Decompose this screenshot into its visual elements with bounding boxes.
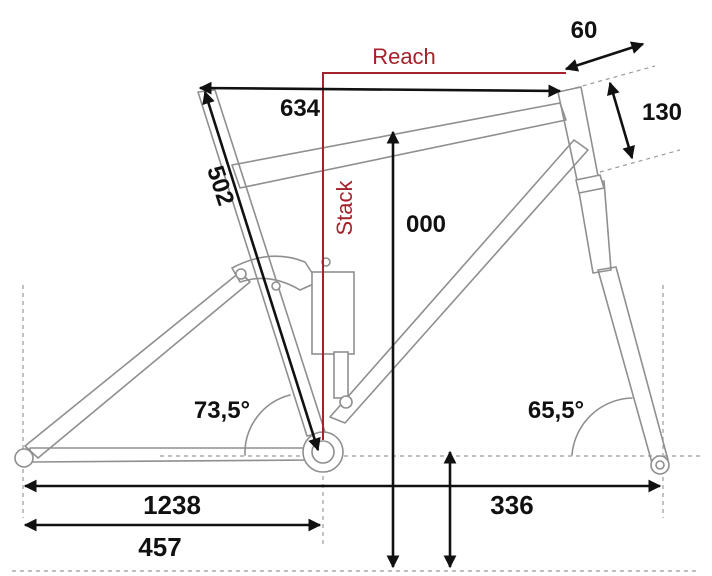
shock-body bbox=[311, 271, 355, 355]
reach-line bbox=[322, 72, 566, 440]
shock-shaft bbox=[333, 351, 349, 399]
top-tube-value: 634 bbox=[280, 95, 321, 122]
stem-value: 60 bbox=[571, 17, 598, 44]
head-tube-arrow bbox=[607, 81, 635, 160]
reach-label: Reach bbox=[372, 44, 436, 69]
guide-lines bbox=[12, 65, 700, 572]
fork-lower bbox=[597, 266, 669, 464]
seat-angle-arc bbox=[244, 394, 291, 456]
stack-value: 000 bbox=[406, 211, 446, 238]
reach-stack-lines bbox=[322, 72, 566, 440]
seatstay bbox=[24, 271, 251, 459]
seat-angle-value: 73,5° bbox=[194, 397, 250, 424]
shock-lower-mount bbox=[339, 395, 353, 409]
head-angle-arc bbox=[571, 397, 633, 456]
down-tube bbox=[329, 139, 589, 424]
chainstay bbox=[29, 447, 316, 463]
rocker-pivot-front bbox=[235, 268, 247, 280]
stack-label: Stack bbox=[332, 179, 357, 235]
rear-axle bbox=[14, 448, 34, 468]
headset bbox=[575, 174, 606, 194]
front-center-value: 336 bbox=[490, 490, 533, 520]
top-tube-arrow bbox=[198, 81, 562, 98]
head-angle-value: 65,5° bbox=[528, 397, 584, 424]
dimension-labels: Reach Stack 634 502 60 130 000 73,5° 65,… bbox=[138, 17, 682, 562]
stem-arrow bbox=[564, 41, 645, 72]
seat-tube-arrow bbox=[202, 90, 321, 452]
guide-head-tube-bottom bbox=[599, 149, 681, 173]
rocker-pivot-main bbox=[271, 281, 281, 291]
head-tube-value: 130 bbox=[642, 99, 682, 126]
fork-upper bbox=[577, 180, 612, 274]
dimension-arrows bbox=[23, 41, 662, 569]
front-axle-inner bbox=[655, 460, 665, 470]
head-tube bbox=[557, 86, 599, 181]
guide-head-tube-top bbox=[574, 65, 656, 89]
chainstay-value: 457 bbox=[138, 532, 181, 562]
wheelbase-value: 1238 bbox=[143, 490, 201, 520]
